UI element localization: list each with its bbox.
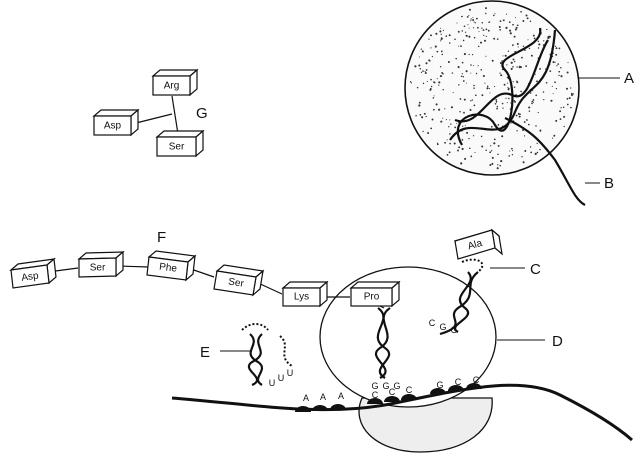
amino-acid-box: Asp: [92, 108, 140, 137]
dna-helix-strand-3: [454, 39, 549, 123]
mrna-base-a: A A A: [295, 391, 346, 412]
nucleus: A B: [404, 0, 634, 206]
amino-acid-box: Pro: [349, 280, 401, 308]
callout-d: D: [552, 333, 563, 350]
callout-e: E: [200, 344, 210, 361]
dna-helix-strand-1: [449, 29, 557, 141]
ribosome-small-subunit: [358, 397, 493, 453]
base-letter: C: [473, 375, 480, 385]
mrna: A A A C C C G C C: [171, 375, 633, 442]
amino-acid-box: Phe: [146, 250, 197, 282]
trna-e: U U U E: [200, 323, 294, 388]
mrna-base-paired-ccc: C C C: [367, 385, 417, 404]
amino-acid-label: Ala: [467, 238, 484, 253]
base-letter: U: [278, 373, 285, 383]
amino-acid-label: Phe: [158, 262, 177, 275]
amino-acid-group-g: Arg Asp Ser G: [92, 68, 208, 158]
callout-a: A: [624, 70, 634, 87]
callout-b: B: [604, 175, 614, 192]
trna-c: C G G Ala C: [429, 228, 541, 336]
dna-helix-strand-2: [456, 27, 542, 146]
base-letter: G: [393, 381, 400, 391]
amino-acid-box: Ala: [453, 228, 503, 260]
base-letter: C: [455, 377, 462, 387]
base-letter: A: [320, 392, 326, 402]
base-letter: A: [303, 393, 309, 403]
mrna-strand: [504, 117, 586, 206]
callout-g: G: [196, 105, 208, 122]
callout-c: C: [530, 261, 541, 278]
amino-acid-label: Ser: [227, 276, 245, 289]
base-letter: U: [287, 368, 294, 378]
base-letter: G: [382, 381, 389, 391]
amino-acid-box: Ser: [77, 250, 125, 278]
polypeptide-chain-f: Asp Ser Phe Ser Lys: [9, 229, 401, 309]
base-letter: C: [372, 390, 379, 400]
base-letter: C: [389, 387, 396, 397]
amino-acid-label: Ser: [90, 263, 106, 274]
amino-acid-label: Asp: [21, 270, 40, 283]
base-letter: C: [406, 385, 413, 395]
base-letter: G: [439, 322, 446, 332]
amino-acid-box: Lys: [281, 280, 329, 308]
base-letter: C: [429, 318, 436, 328]
amino-acid-label: Asp: [104, 121, 122, 132]
mrna-strand: [171, 383, 633, 442]
amino-acid-label: Arg: [164, 81, 180, 92]
mrna-base-gcc: G C C: [430, 375, 482, 394]
amino-acid-box: Arg: [151, 68, 199, 97]
base-letter: G: [436, 380, 443, 390]
base-letter: U: [269, 378, 276, 388]
nucleus-stipple: [409, 7, 575, 170]
amino-acid-label: Ser: [169, 142, 185, 153]
base-letter: G: [450, 325, 457, 335]
amino-acid-box: Ser: [213, 264, 265, 297]
amino-acid-label: Pro: [364, 292, 380, 303]
trna-with-pro: G G G: [371, 307, 401, 391]
base-letter: G: [371, 381, 378, 391]
base-letter: A: [338, 391, 344, 401]
amino-acid-label: Lys: [294, 292, 309, 303]
amino-acid-box: Ser: [155, 129, 205, 158]
callout-f: F: [157, 229, 166, 246]
amino-acid-box: Asp: [9, 257, 57, 289]
